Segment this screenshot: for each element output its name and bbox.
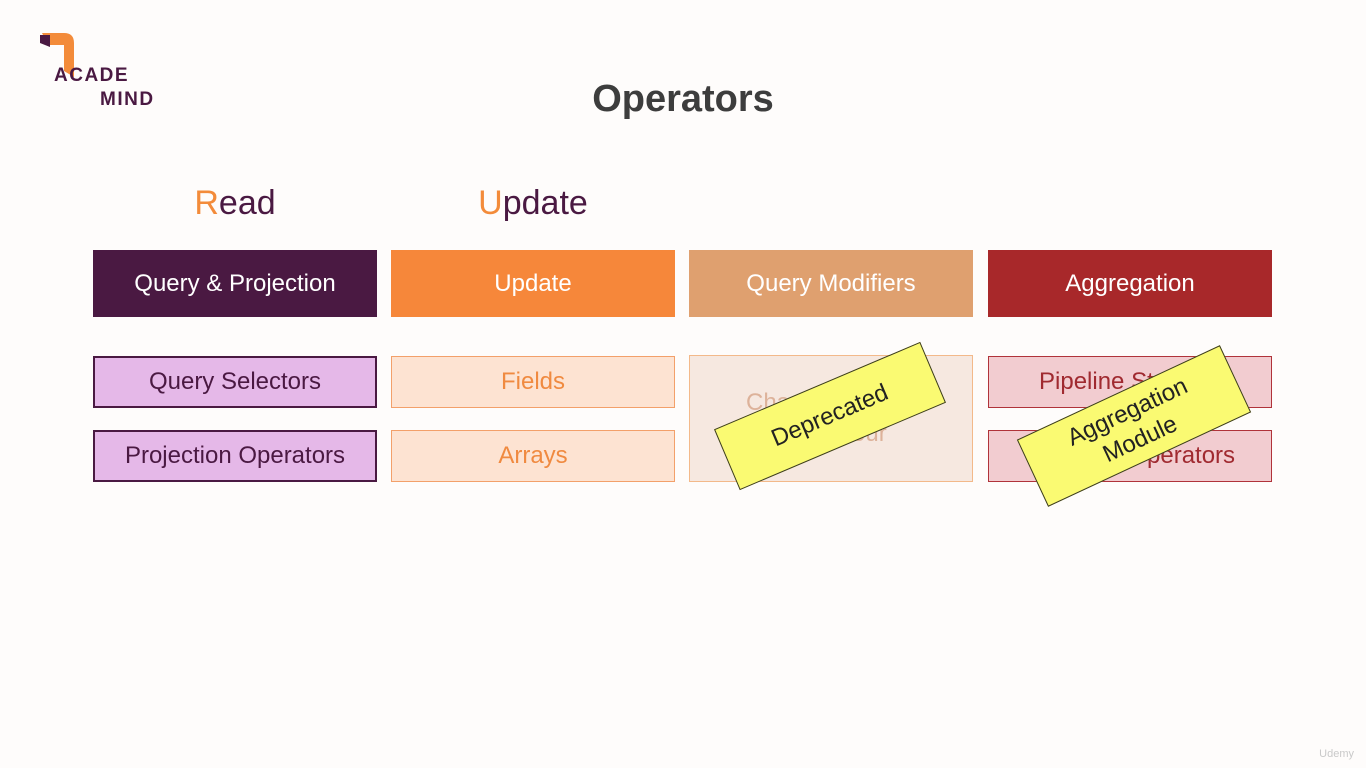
logo-text-line2: MIND (100, 89, 155, 110)
item-fields: Fields (391, 356, 675, 408)
section-label-read-accent: R (194, 184, 219, 222)
page-title: Operators (592, 78, 774, 120)
academind-logo: ACADE MIND (38, 33, 178, 113)
item-query-selectors: Query Selectors (93, 356, 377, 408)
category-query-projection: Query & Projection (93, 250, 377, 317)
section-label-read-rest: ead (218, 184, 276, 222)
section-label-update-rest: pdate (502, 184, 588, 222)
category-update: Update (391, 250, 675, 317)
item-projection-operators: Projection Operators (93, 430, 377, 482)
category-aggregation: Aggregation (988, 250, 1272, 317)
logo-text-line1: ACADE (54, 65, 130, 86)
section-label-read: Read (93, 184, 377, 223)
category-query-modifiers: Query Modifiers (689, 250, 973, 317)
section-label-update-accent: U (478, 184, 503, 222)
item-arrays: Arrays (391, 430, 675, 482)
logo-flag-icon (40, 33, 74, 77)
section-label-update: Update (391, 184, 675, 223)
udemy-watermark: Udemy (1319, 748, 1354, 760)
